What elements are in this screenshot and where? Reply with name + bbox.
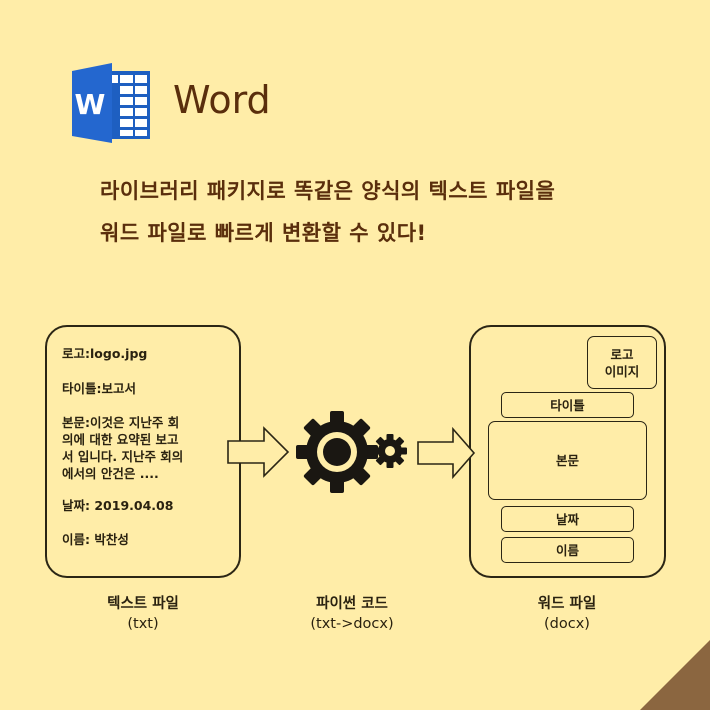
app-title: Word (173, 78, 271, 122)
word-field-date: 날짜 (501, 506, 634, 532)
word-field-name-label: 이름 (555, 542, 579, 558)
text-line-body-4: 에서의 안건은 .... (62, 466, 159, 481)
word-field-name: 이름 (501, 537, 634, 563)
caption-word-file-title: 워드 파일 (537, 596, 597, 612)
svg-text:W: W (75, 88, 106, 121)
headline-line-1: 라이브러리 패키지로 똑같은 양식의 텍스트 파일을 (100, 179, 556, 203)
arrow-right-icon (226, 426, 292, 480)
gears-icon (292, 408, 412, 498)
text-line-title: 타이틀:보고서 (62, 381, 136, 396)
word-field-body: 본문 (488, 421, 647, 500)
word-field-logo-label-2: 이미지 (604, 363, 640, 379)
microsoft-word-icon: W (68, 60, 152, 144)
text-line-name: 이름: 박찬성 (62, 532, 129, 547)
arrow-right-icon (416, 427, 482, 481)
text-line-body-2: 의에 대한 요약된 보고 (62, 432, 179, 447)
caption-python-code-title: 파이썬 코드 (316, 596, 388, 612)
caption-text-file-ext: (txt) (127, 616, 159, 632)
corner-accent-triangle (640, 640, 710, 710)
text-line-body-3: 서 입니다. 지난주 회의 (62, 449, 184, 464)
caption-text-file-title: 텍스트 파일 (107, 596, 179, 612)
word-field-date-label: 날짜 (555, 511, 579, 527)
word-field-title-label: 타이틀 (550, 397, 585, 413)
word-field-body-label: 본문 (555, 453, 579, 468)
text-line-date: 날짜: 2019.04.08 (62, 498, 174, 513)
text-line-body-1: 본문:이것은 지난주 회 (62, 415, 180, 430)
word-field-logo-label-1: 로고 (610, 346, 634, 362)
caption-python-code-ext: (txt->docx) (310, 616, 394, 632)
word-field-title: 타이틀 (501, 392, 634, 418)
word-field-logo-image: 로고 이미지 (587, 336, 657, 389)
caption-word-file: 워드 파일 (docx) (467, 594, 667, 634)
caption-text-file: 텍스트 파일 (txt) (43, 594, 243, 634)
caption-python-code: 파이썬 코드 (txt->docx) (252, 594, 452, 634)
caption-word-file-ext: (docx) (544, 616, 590, 632)
text-line-logo: 로고:logo.jpg (62, 346, 148, 361)
headline-line-2: 워드 파일로 빠르게 변환할 수 있다! (100, 221, 427, 245)
